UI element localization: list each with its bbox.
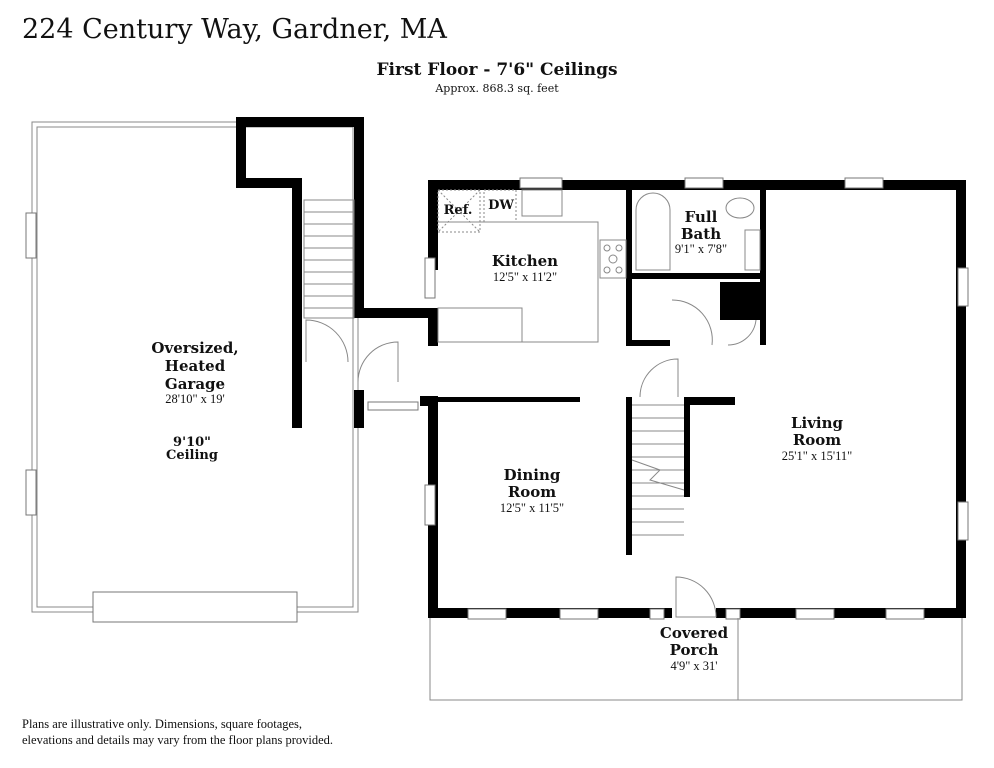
porch-dims: 4'9" x 31' bbox=[670, 659, 717, 673]
dishwasher-label: DW bbox=[488, 198, 514, 213]
garage-label-2: Heated bbox=[165, 357, 226, 375]
floor-area: Approx. 868.3 sq. feet bbox=[435, 82, 559, 95]
living-label-1: Living bbox=[791, 414, 844, 432]
windows bbox=[367, 177, 969, 620]
living-dims: 25'1" x 15'11" bbox=[782, 449, 853, 463]
garage-door bbox=[92, 591, 298, 623]
walls bbox=[236, 117, 966, 618]
kitchen-label: Kitchen bbox=[492, 252, 558, 270]
bath-label-1: Full bbox=[685, 208, 718, 226]
doors bbox=[305, 299, 757, 618]
porch-label-2: Porch bbox=[670, 641, 719, 659]
bath-fixtures bbox=[635, 192, 761, 271]
disclaimer-line-1: Plans are illustrative only. Dimensions,… bbox=[22, 717, 303, 731]
dining-dims: 12'5" x 11'5" bbox=[500, 501, 564, 515]
dining-label-1: Dining bbox=[504, 466, 561, 484]
bath-dims: 9'1" x 7'8" bbox=[675, 242, 727, 256]
dining-label-2: Room bbox=[508, 483, 556, 501]
garage-ceiling-label: Ceiling bbox=[166, 448, 218, 463]
bath-label-2: Bath bbox=[681, 225, 721, 243]
porch-outline bbox=[429, 618, 963, 701]
fridge-label: Ref. bbox=[444, 203, 473, 218]
garage-ceiling-height: 9'10" bbox=[173, 435, 211, 450]
porch-label-1: Covered bbox=[660, 624, 729, 642]
stairs bbox=[303, 199, 685, 536]
disclaimer: Plans are illustrative only. Dimensions,… bbox=[22, 716, 333, 748]
garage-label-3: Garage bbox=[165, 375, 225, 393]
disclaimer-line-2: elevations and details may vary from the… bbox=[22, 733, 334, 747]
garage-outline bbox=[25, 121, 359, 623]
garage-dims: 28'10" x 19' bbox=[165, 392, 225, 406]
page-title: 224 Century Way, Gardner, MA bbox=[22, 14, 447, 45]
kitchen-dims: 12'5" x 11'2" bbox=[493, 270, 557, 284]
garage-label-1: Oversized, bbox=[151, 339, 238, 357]
kitchen-fixtures bbox=[437, 189, 627, 343]
floor-label: First Floor - 7'6" Ceilings bbox=[376, 60, 618, 80]
living-label-2: Room bbox=[793, 431, 841, 449]
